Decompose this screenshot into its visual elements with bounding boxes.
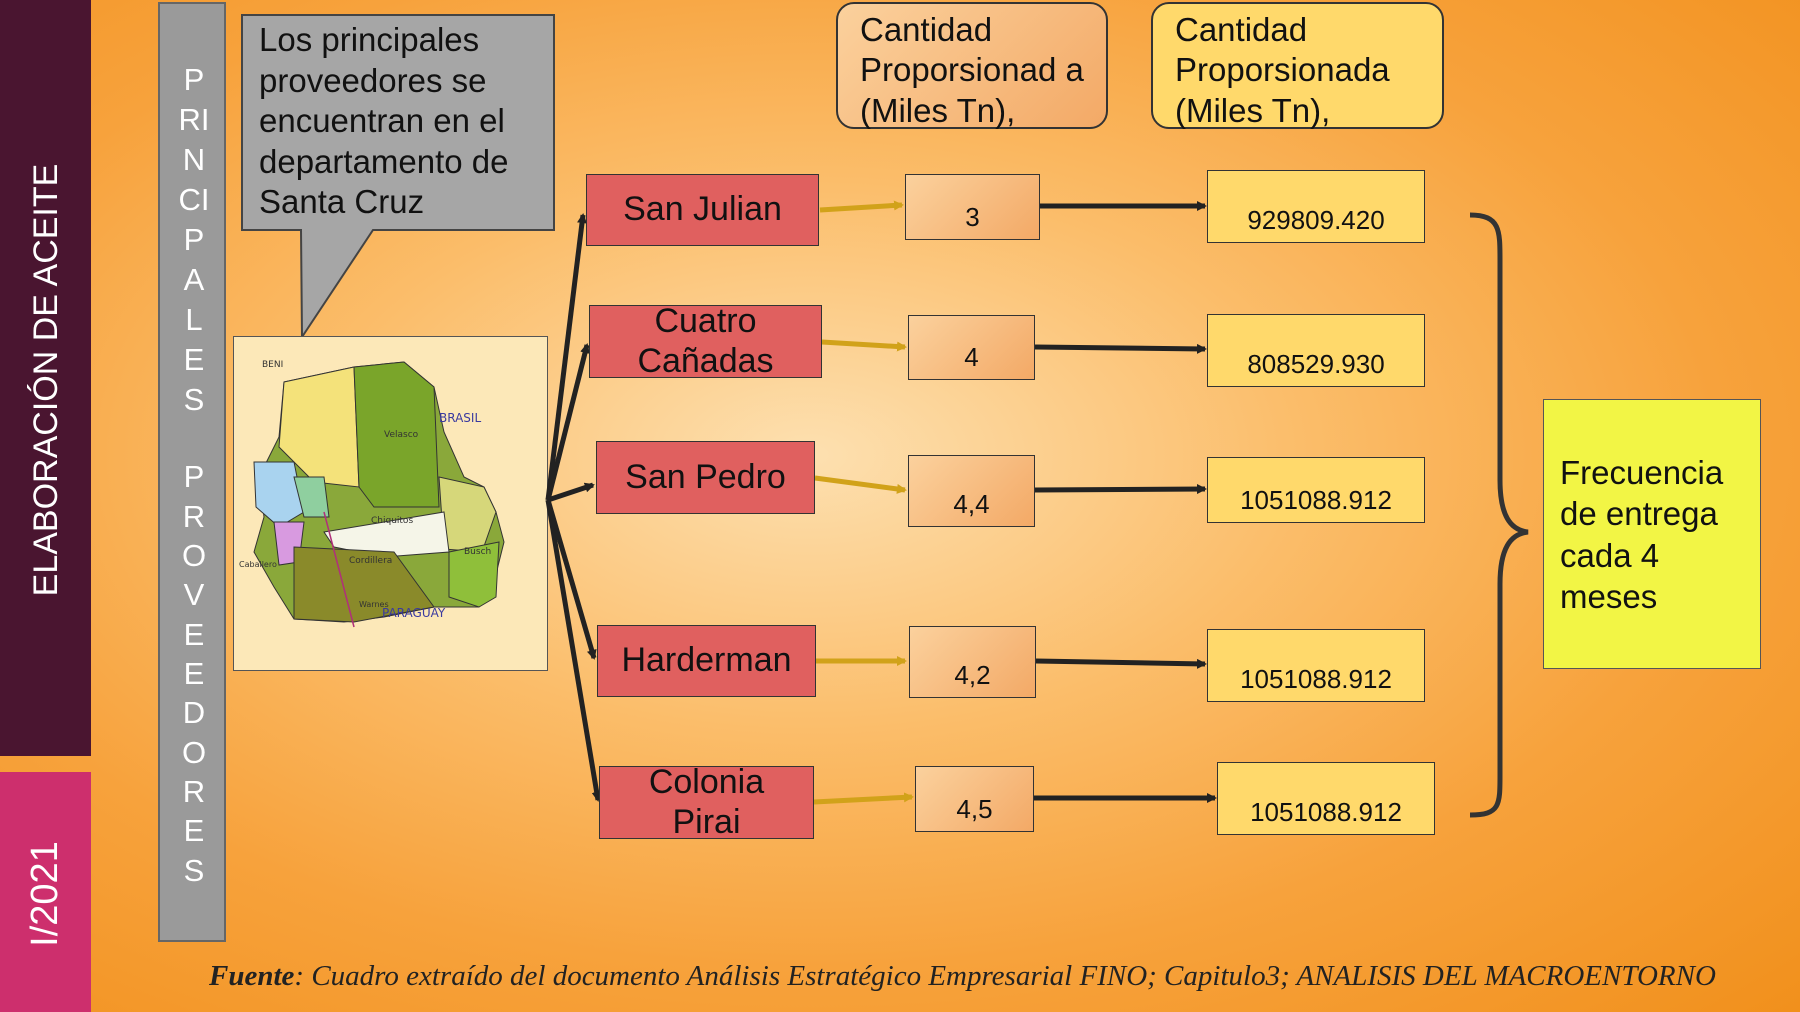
qty-value: 3 xyxy=(965,202,980,232)
value-arrow xyxy=(1035,658,1207,669)
map-label: Caballero xyxy=(239,560,277,569)
map-label: Warnes xyxy=(359,600,389,609)
value-box: 1051088.912 xyxy=(1217,762,1435,835)
vertical-letter: S xyxy=(183,382,205,417)
qty-box: 3 xyxy=(905,174,1040,240)
branch-arrow xyxy=(547,482,595,503)
principales-proveedores-label: P RI N CI P A L E S P R O V E E D O R E … xyxy=(158,2,226,942)
qty-box: 4 xyxy=(908,315,1035,380)
vertical-letter: O xyxy=(181,538,207,573)
branch-arrow xyxy=(545,343,590,501)
qty-arrow xyxy=(821,339,907,352)
map-label: Cordillera xyxy=(349,556,392,566)
branch-arrow xyxy=(545,499,602,802)
provider-box: San Pedro xyxy=(596,441,815,514)
provider-name: San Pedro xyxy=(625,457,786,496)
vertical-letter: R xyxy=(182,499,206,534)
branch-arrow xyxy=(545,499,597,660)
provider-box: Colonia Pirai xyxy=(599,763,814,841)
provider-name: Colonia Pirai xyxy=(648,763,765,841)
provider-box: San Julian xyxy=(586,174,819,246)
source-note: Fuente: Cuadro extraído del documento An… xyxy=(209,960,1789,993)
value-amount: 1051088.912 xyxy=(1240,664,1392,694)
vertical-letter: E xyxy=(183,813,205,848)
qty-value: 4,5 xyxy=(956,794,993,824)
santa-cruz-map: BENI BRASIL Velasco Chiquitos Cordillera… xyxy=(233,336,548,671)
value-header: Cantidad Proporsionada (Miles Tn), xyxy=(1151,2,1444,129)
value-amount: 1051088.912 xyxy=(1250,797,1402,827)
map-label: Busch xyxy=(464,547,491,557)
vertical-letter: CI xyxy=(178,182,210,217)
qty-arrow xyxy=(814,475,907,494)
source-label: Fuente xyxy=(209,960,295,992)
vertical-letter: V xyxy=(183,577,205,612)
vertical-letter: A xyxy=(183,262,205,297)
value-amount: 929809.420 xyxy=(1247,205,1385,235)
curly-brace xyxy=(1469,212,1529,818)
vertical-letter: E xyxy=(183,656,205,691)
vertical-letter: L xyxy=(185,302,203,337)
qty-header: Cantidad Proporsionad a (Miles Tn), xyxy=(836,2,1108,129)
vertical-letter: P xyxy=(183,459,205,494)
map-label: BRASIL xyxy=(439,411,481,425)
map-label: Chiquitos xyxy=(371,516,413,526)
value-box: 808529.930 xyxy=(1207,314,1425,387)
qty-arrow xyxy=(819,200,904,213)
qty-value: 4,4 xyxy=(953,489,990,519)
map-label: PARAGUAY xyxy=(382,606,446,620)
source-text: : Cuadro extraído del documento Análisis… xyxy=(294,960,1716,992)
qty-value: 4 xyxy=(964,342,979,372)
value-arrow xyxy=(1034,343,1207,354)
sidebar-period-band: I/2021 xyxy=(0,772,91,1012)
frequency-box: Frecuencia de entrega cada 4 meses xyxy=(1543,399,1761,669)
value-box: 1051088.912 xyxy=(1207,629,1425,702)
qty-box: 4,4 xyxy=(908,455,1035,527)
provider-name: Harderman xyxy=(621,641,792,680)
vertical-letter: RI xyxy=(178,102,210,137)
vertical-letter: P xyxy=(183,62,205,97)
value-arrow xyxy=(1034,484,1207,495)
vertical-letter: N xyxy=(182,142,206,177)
provider-name: San Julian xyxy=(623,190,782,229)
value-amount: 808529.930 xyxy=(1247,349,1385,379)
frequency-text: Frecuencia de entrega cada 4 meses xyxy=(1560,454,1724,615)
value-box: 1051088.912 xyxy=(1207,457,1425,523)
value-amount: 1051088.912 xyxy=(1240,485,1392,515)
value-box: 929809.420 xyxy=(1207,170,1425,243)
qty-box: 4,5 xyxy=(915,766,1034,832)
qty-value: 4,2 xyxy=(954,660,991,690)
vertical-letter: D xyxy=(182,695,206,730)
vertical-letter: P xyxy=(183,222,205,257)
map-image: BENI BRASIL Velasco Chiquitos Cordillera… xyxy=(239,360,505,628)
vertical-letter: E xyxy=(183,342,205,377)
branch-arrow xyxy=(545,213,587,501)
vertical-letter: R xyxy=(182,774,206,809)
provider-box: Harderman xyxy=(597,625,816,697)
sidebar-title-band: ELABORACIÓN DE ACEITE xyxy=(0,0,91,756)
map-label: Velasco xyxy=(384,430,419,440)
vertical-letter: S xyxy=(183,853,205,888)
qty-arrow xyxy=(813,792,914,805)
vertical-letter: E xyxy=(183,617,205,652)
provider-name: Cuatro Cañadas xyxy=(637,302,774,380)
provider-box: Cuatro Cañadas xyxy=(589,302,822,380)
vertical-letter: O xyxy=(181,735,207,770)
map-label: BENI xyxy=(262,360,283,370)
callout-text: Los principales proveedores se encuentra… xyxy=(259,21,509,221)
qty-box: 4,2 xyxy=(909,626,1036,698)
